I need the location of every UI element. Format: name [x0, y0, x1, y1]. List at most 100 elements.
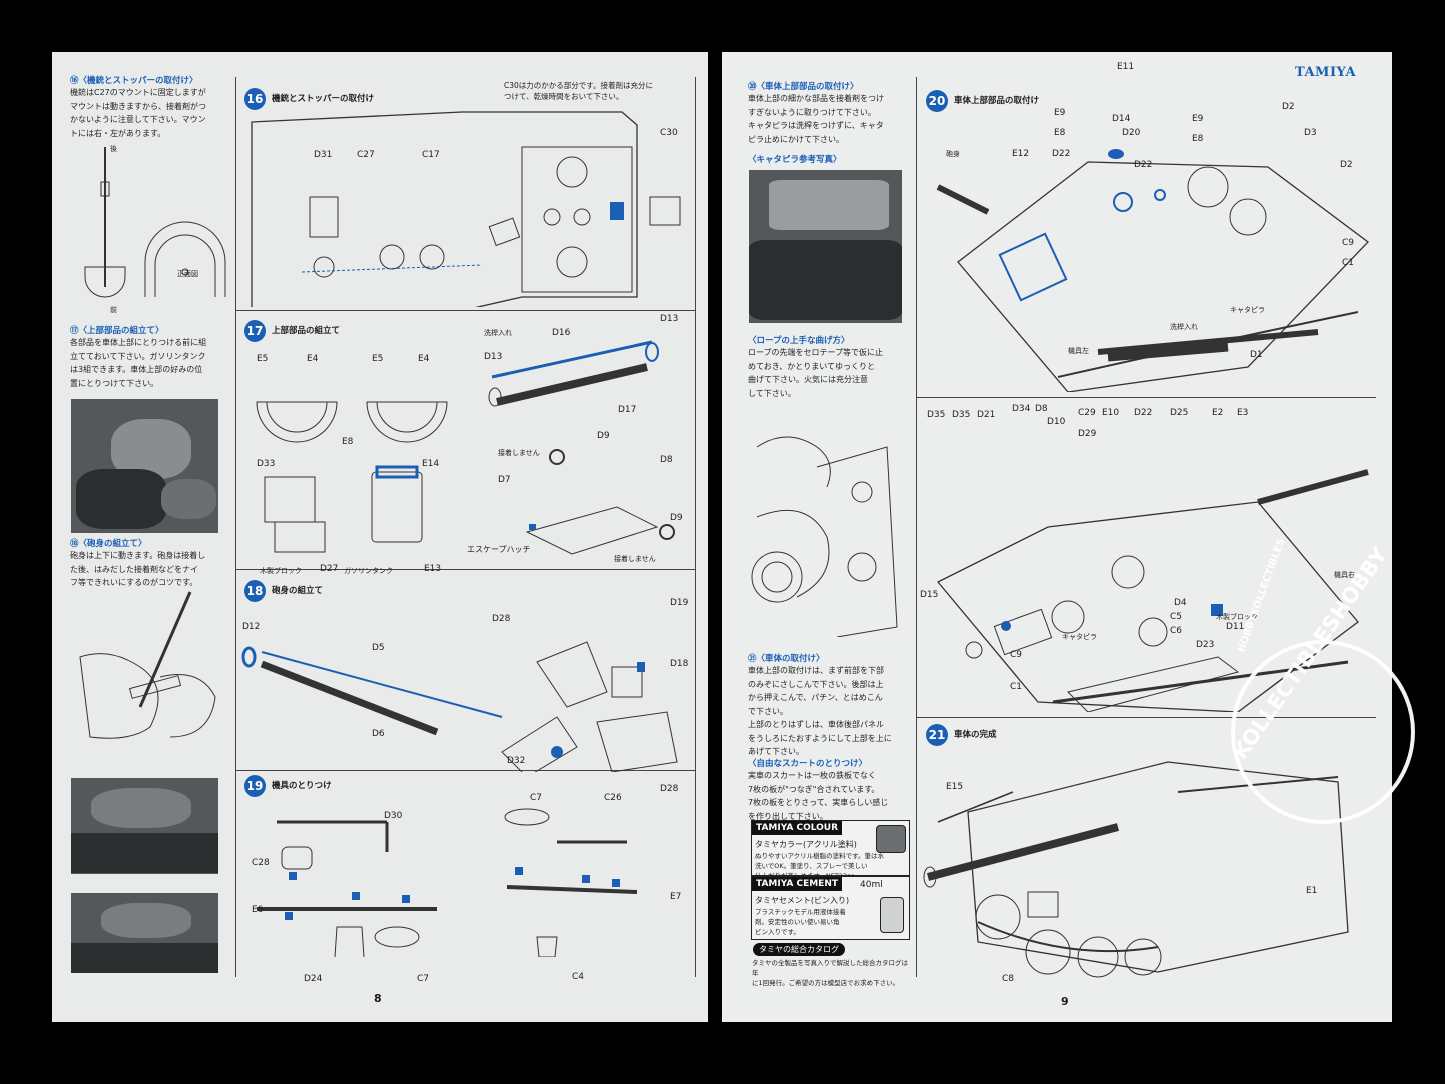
part-label: D2 — [1340, 160, 1353, 170]
note-20-line: すぎないように取りつけて下さい。 — [748, 107, 876, 117]
step-divider — [916, 397, 1376, 398]
part-label: E14 — [422, 459, 440, 469]
label-tool-left: 機具左 — [1068, 347, 1089, 355]
note-16-line: かないように注意して下さい。マウン — [70, 115, 206, 124]
tamiya-logo: TAMIYA — [1295, 65, 1357, 80]
note-18-line: フ等できれいにするのがコツです。 — [70, 578, 198, 587]
hand-sanding-illustration — [79, 591, 216, 739]
part-label: D20 — [1122, 128, 1141, 138]
step-number: 18 — [244, 580, 266, 602]
part-label: D5 — [372, 643, 385, 653]
tamiya-colour-ad: TAMIYA COLOUR タミヤカラー(アクリル塗料) ぬりやすいアクリル樹脂… — [751, 820, 910, 880]
part-label: E8 — [342, 437, 354, 447]
part-label: E5 — [257, 354, 269, 364]
note-17-line: 各部品を車体上部にとりつける前に組 — [70, 338, 207, 347]
cement-desc: プラスチックモデル用液体接着 剤。安定性のいい使い易い角 ビン入りです。 — [755, 907, 875, 937]
part-label: E2 — [1212, 408, 1224, 418]
catalog-desc: タミヤの全製品を写真入りで解説した総合カタログは年 に1回発行。ご希望の方は模型… — [752, 958, 912, 988]
part-label: D9 — [597, 431, 610, 441]
part-label: D22 — [1134, 160, 1153, 170]
part-label: D19 — [670, 598, 689, 608]
part-label: E8 — [1192, 134, 1204, 144]
note-17-line: 置にとりつけて下さい。 — [70, 378, 159, 388]
note-20-title: ⑳〈車体上部部品の取付け〉 — [748, 82, 859, 92]
note-20-line: ピラ止めにかけて下さい。 — [748, 134, 844, 144]
note-rope: 〈ロープの上手な曲げ方〉 ロープの先端をセロテープ等で仮に止 めておき、かとりま… — [748, 334, 913, 400]
reference-photo-track — [749, 170, 902, 323]
note-21-line: をうしろにたおすようにして上部を上に — [748, 733, 892, 743]
label-wash-rod: 洗桿入れ — [484, 329, 512, 337]
paint-jar-icon — [876, 825, 906, 853]
note-17-line: 立てておいて下さい。ガソリンタンク — [70, 351, 206, 361]
part-label: D27 — [320, 564, 339, 574]
step-number: 19 — [244, 775, 266, 797]
cement-desc-line: ビン入りです。 — [755, 928, 800, 936]
part-label: D8 — [660, 455, 673, 465]
note-18-line: た後、はみだした接着剤などをナイ — [70, 564, 198, 574]
note-20: ⑳〈車体上部部品の取付け〉 車体上部の細かな部品を接着剤をつけ すぎないように取… — [748, 80, 913, 146]
cement-desc-line: プラスチックモデル用液体接着 — [755, 908, 846, 916]
step-divider — [235, 770, 695, 771]
part-label: C4 — [572, 972, 585, 982]
left-page: ⑯〈機銃とストッパーの取付け〉 機銃はC27のマウントに固定しますが マウントは… — [52, 52, 708, 1022]
step-title: 機銃とストッパーの取付け — [272, 94, 375, 104]
note-skirt-line: 7枚の板をとりさって、実車らしい感じ — [748, 798, 889, 807]
label-front-view: 正面図 — [177, 270, 198, 278]
part-label: C6 — [1170, 626, 1183, 636]
part-label: E12 — [1012, 149, 1030, 159]
note-21-line: から押えこんで、パチン、とはめこん — [748, 693, 883, 702]
part-label: D6 — [372, 729, 385, 739]
reference-photo-rope-2 — [71, 893, 218, 973]
label-wash-rod: 洗桿入れ — [1170, 323, 1198, 331]
part-label: C9 — [1010, 650, 1023, 660]
note-20-line: キャタピラは洗桿をつけずに、キャタ — [748, 121, 884, 130]
note-16-line: マウントは動きますから、接着剤がつ — [70, 101, 206, 111]
part-label: E7 — [670, 892, 682, 902]
note-rope-line: して下さい。 — [748, 388, 796, 398]
cement-title: TAMIYA CEMENT — [752, 877, 842, 891]
note-20-line: 車体上部の細かな部品を接着剤をつけ — [748, 94, 884, 103]
mount-diagram — [84, 147, 226, 298]
tamiya-cement-ad: TAMIYA CEMENT 40ml タミヤセメント(ビン入り) プラスチックモ… — [751, 876, 910, 940]
part-label: D7 — [498, 475, 511, 485]
label-rear: 後 — [110, 145, 117, 153]
label-no-glue: 接着しません — [614, 555, 656, 563]
tools-diagram — [257, 808, 638, 957]
colour-desc-line: ぬりやすいアクリル樹脂の塗料です。筆は水 — [755, 852, 885, 860]
catalog-desc-line: に1回発行。ご希望の方は模型店でお求め下さい。 — [752, 979, 900, 987]
upper-hull-diagram-2 — [936, 469, 1369, 712]
part-label: C8 — [1002, 974, 1015, 984]
note-16: ⑯〈機銃とストッパーの取付け〉 機銃はC27のマウントに固定しますが マウントは… — [70, 74, 232, 140]
step-title: 砲身の組立て — [272, 586, 324, 596]
label-gas-tank: ガソリンタンク — [344, 567, 393, 575]
part-label: E10 — [1102, 408, 1120, 418]
note-skirt-line: 実車のスカートは一枚の鉄板でなく — [748, 771, 876, 780]
part-label: D15 — [920, 590, 939, 600]
part-label: C1 — [1342, 258, 1355, 268]
part-label: D10 — [1047, 417, 1066, 427]
note-21-title: ㉑〈車体の取付け〉 — [748, 654, 825, 664]
step-title: 上部部品の組立て — [272, 326, 341, 336]
part-label: E13 — [424, 564, 442, 574]
part-label: D3 — [1304, 128, 1317, 138]
cement-volume: 40ml — [860, 880, 883, 890]
step-title: 車体の完成 — [954, 730, 997, 740]
part-label: E15 — [946, 782, 964, 792]
part-label: C7 — [530, 793, 543, 803]
catalog-desc-line: タミヤの全製品を写真入りで解説した総合カタログは年 — [752, 959, 908, 977]
part-label: D12 — [242, 622, 261, 632]
step-divider — [235, 310, 695, 311]
note-21-line: のみぞにさしこんで下さい。後部は上 — [748, 679, 884, 689]
note-17: ⑰〈上部部品の組立て〉 各部品を車体上部にとりつける前に組 立てておいて下さい。… — [70, 324, 232, 390]
part-label: E5 — [372, 354, 384, 364]
part-label: D32 — [507, 756, 526, 766]
part-label: C17 — [422, 150, 440, 160]
part-label: D25 — [1170, 408, 1189, 418]
note-21-line: 車体上部の取付けは、まず前部を下部 — [748, 666, 884, 675]
column-divider — [235, 77, 236, 977]
note-skirt: 〈自由なスカートのとりつけ〉 実車のスカートは一枚の鉄板でなく 7枚の板が"つな… — [748, 757, 913, 823]
part-label: E6 — [252, 905, 264, 915]
part-label: D28 — [660, 784, 679, 794]
part-label: D30 — [384, 811, 403, 821]
page-edge-line — [695, 77, 696, 977]
